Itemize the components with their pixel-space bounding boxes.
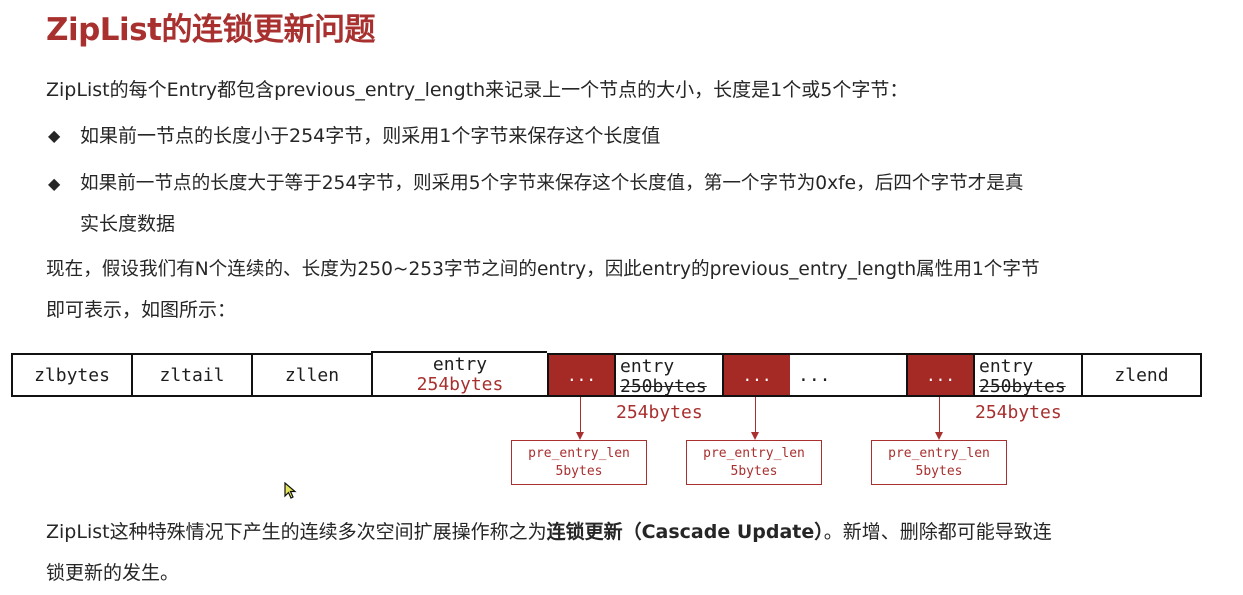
pre-entry-label: pre_entry_len [703, 446, 805, 461]
cell-prev-len-1: ... [547, 353, 614, 397]
cell-label: ... [926, 365, 955, 385]
new-size-label: 254bytes [616, 402, 703, 423]
conclusion-part: 。新增、删除都可能导致连 [823, 521, 1052, 543]
conclusion-term: 连锁更新（Cascade Update） [546, 521, 824, 543]
arrow-line [580, 397, 581, 433]
pre-entry-len-box: pre_entry_len 5bytes [871, 440, 1007, 485]
pre-entry-size: 5bytes [915, 464, 963, 479]
pre-entry-size: 5bytes [730, 464, 778, 479]
assumption-text-cont: 即可表示，如图所示： [46, 299, 237, 321]
pre-entry-label: pre_entry_len [528, 446, 630, 461]
entry-size: 254bytes [416, 374, 504, 395]
conclusion-text-cont: 锁更新的发生。 [46, 562, 180, 584]
cell-entry-3: entry 250bytes [973, 353, 1081, 397]
arrow-line [939, 397, 940, 433]
cell-label: ... [567, 365, 596, 385]
pre-entry-len-box: pre_entry_len 5bytes [686, 440, 822, 485]
cell-gap: ... [790, 353, 906, 397]
bullet-text-2-cont: 实长度数据 [80, 213, 176, 235]
arrow-head-icon [576, 432, 584, 440]
cell-label: zlend [1114, 364, 1169, 386]
cell-label: ... [742, 365, 772, 385]
bullet-icon: ◆ [48, 174, 61, 193]
conclusion-part: ZipList这种特殊情况下产生的连续多次空间扩展操作称之为 [46, 521, 547, 543]
page-title: ZipList的连锁更新问题 [46, 12, 375, 48]
cell-label: zltail [159, 364, 225, 386]
cell-label: zllen [284, 364, 340, 386]
cell-zllen: zllen [251, 353, 371, 397]
new-size-label: 254bytes [975, 402, 1062, 423]
entry-old-size: 250bytes [979, 376, 1066, 397]
pre-entry-label: pre_entry_len [888, 446, 990, 461]
arrow-head-icon [935, 432, 943, 440]
entry-label: entry [620, 356, 675, 377]
entry-label: entry [979, 356, 1034, 377]
cell-label: ... [798, 364, 831, 386]
pre-entry-len-box: pre_entry_len 5bytes [511, 440, 647, 485]
cell-label: zlbytes [34, 364, 110, 386]
bullet-text-2: 如果前一节点的长度大于等于254字节，则采用5个字节来保存这个长度值，第一个字节… [80, 173, 1024, 194]
pre-entry-size: 5bytes [555, 464, 603, 479]
mouse-cursor-icon [284, 482, 297, 499]
arrow-head-icon [751, 432, 759, 440]
conclusion-text: ZipList这种特殊情况下产生的连续多次空间扩展操作称之为连锁更新（Casca… [46, 514, 1052, 550]
cell-prev-len-2: ... [722, 353, 790, 397]
cell-entry-1: entry 254bytes [371, 351, 547, 397]
arrow-line [755, 397, 756, 433]
entry-label: entry [432, 354, 488, 375]
cell-prev-len-3: ... [906, 353, 973, 397]
cell-zlbytes: zlbytes [11, 353, 131, 397]
cell-zlend: zlend [1081, 353, 1202, 397]
entry-old-size: 250bytes [620, 376, 707, 397]
bullet-icon: ◆ [48, 126, 61, 145]
bullet-text-1: 如果前一节点的长度小于254字节，则采用1个字节来保存这个长度值 [80, 125, 661, 147]
cell-entry-2: entry 250bytes [614, 353, 722, 397]
cell-zltail: zltail [131, 353, 251, 397]
assumption-text: 现在，假设我们有N个连续的、长度为250~253字节之间的entry，因此ent… [46, 259, 1040, 280]
intro-text: ZipList的每个Entry都包含previous_entry_length来… [46, 79, 909, 101]
